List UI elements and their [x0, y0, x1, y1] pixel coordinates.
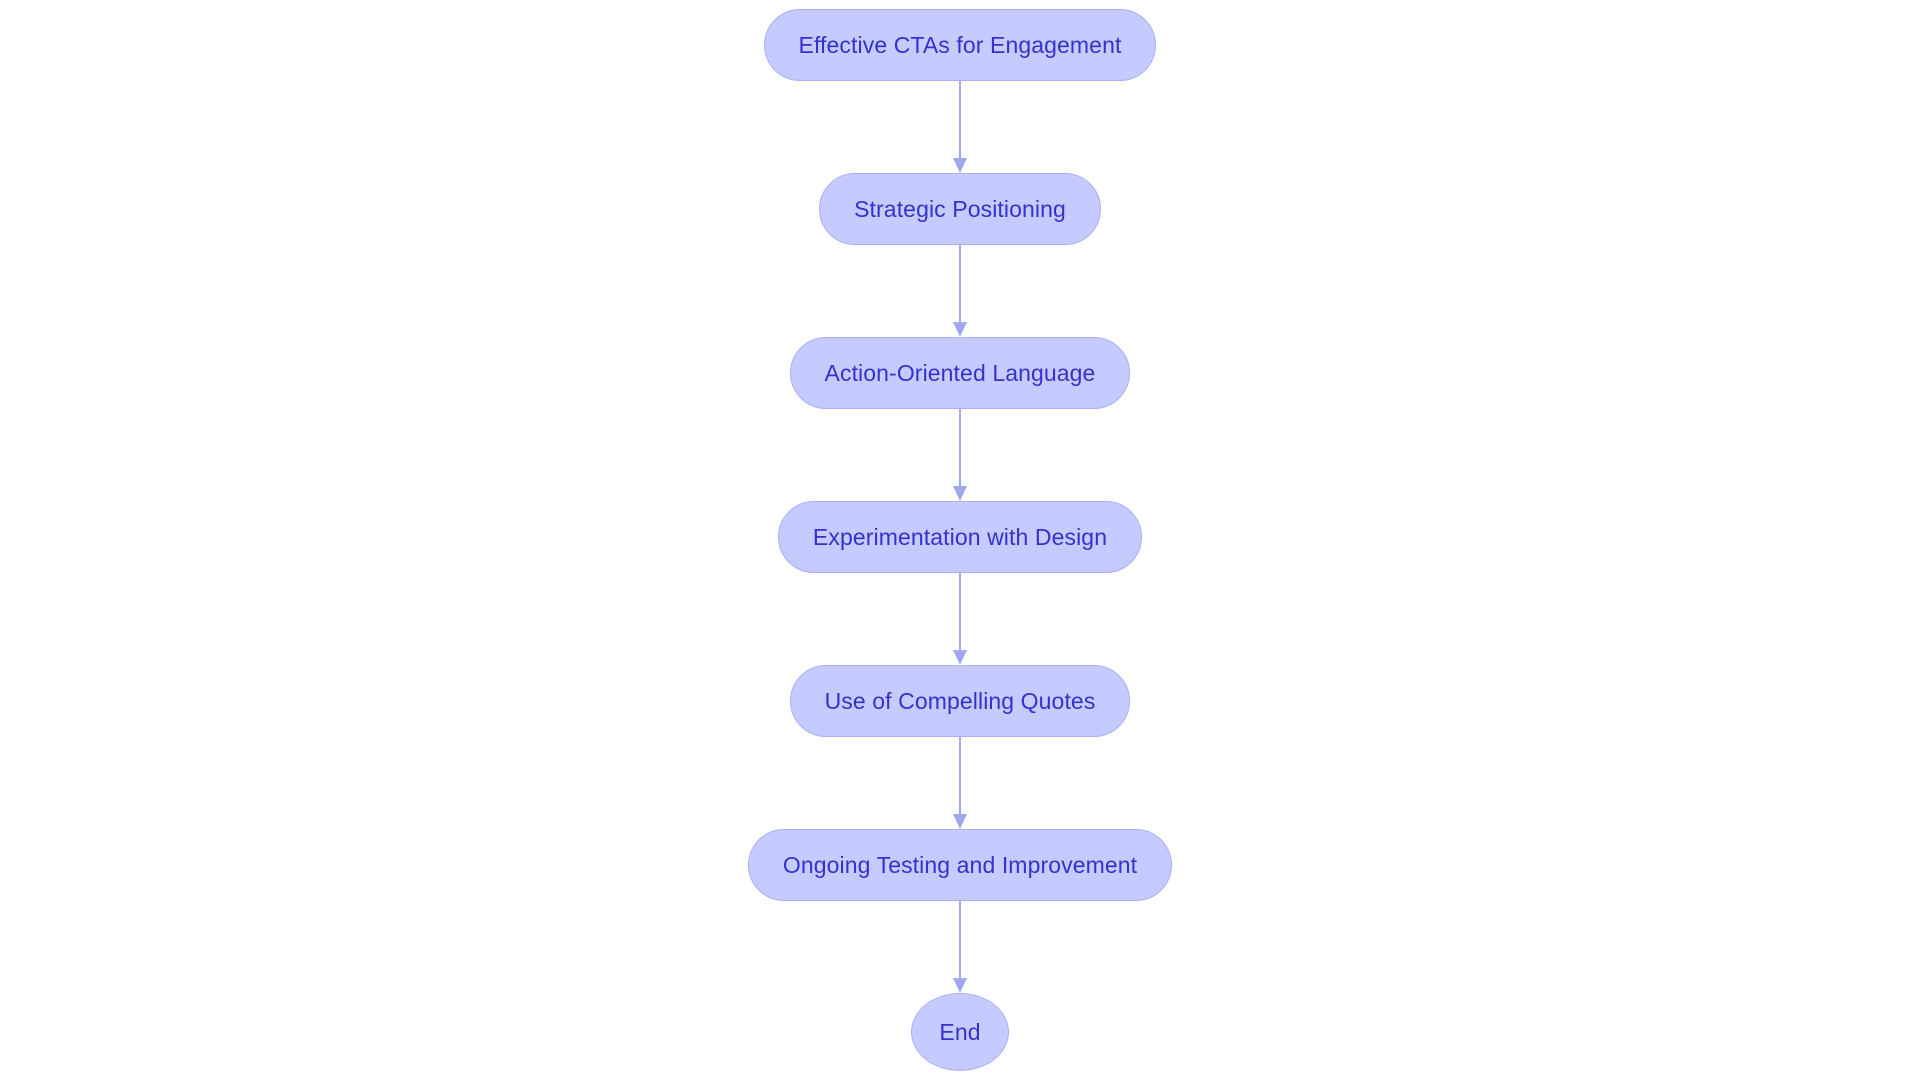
- flow-node-label: End: [939, 1018, 981, 1045]
- arrowhead-icon: [953, 486, 967, 501]
- arrow-line: [959, 81, 961, 159]
- arrow-line: [959, 737, 961, 815]
- flow-node-ongoing-testing-and-improvement[interactable]: Ongoing Testing and Improvement: [747, 829, 1173, 901]
- arrow-line: [959, 409, 961, 487]
- arrowhead-icon: [953, 322, 967, 337]
- flow-arrow-n6-to-n7: [950, 901, 970, 993]
- flow-arrow-n4-to-n5: [950, 573, 970, 665]
- flow-node-use-of-compelling-quotes[interactable]: Use of Compelling Quotes: [789, 665, 1131, 737]
- flow-node-end[interactable]: End: [911, 993, 1009, 1071]
- flow-node-label: Action-Oriented Language: [824, 359, 1096, 386]
- arrow-line: [959, 901, 961, 979]
- flow-arrow-n2-to-n3: [950, 245, 970, 337]
- arrowhead-icon: [953, 650, 967, 665]
- arrowhead-icon: [953, 814, 967, 829]
- flow-node-label: Strategic Positioning: [854, 195, 1066, 222]
- flow-arrow-n1-to-n2: [950, 81, 970, 173]
- flow-node-label: Effective CTAs for Engagement: [798, 31, 1122, 58]
- flow-arrow-n5-to-n6: [950, 737, 970, 829]
- arrowhead-icon: [953, 158, 967, 173]
- arrow-line: [959, 245, 961, 323]
- flow-node-experimentation-with-design[interactable]: Experimentation with Design: [777, 501, 1143, 573]
- flow-arrow-n3-to-n4: [950, 409, 970, 501]
- flow-node-effective-ctas-for-engagement[interactable]: Effective CTAs for Engagement: [763, 9, 1157, 81]
- flow-node-label: Use of Compelling Quotes: [824, 687, 1096, 714]
- flow-node-label: Ongoing Testing and Improvement: [782, 851, 1138, 878]
- flow-node-action-oriented-language[interactable]: Action-Oriented Language: [789, 337, 1131, 409]
- flow-node-label: Experimentation with Design: [812, 523, 1108, 550]
- arrowhead-icon: [953, 978, 967, 993]
- flow-node-strategic-positioning[interactable]: Strategic Positioning: [819, 173, 1101, 245]
- arrow-line: [959, 573, 961, 651]
